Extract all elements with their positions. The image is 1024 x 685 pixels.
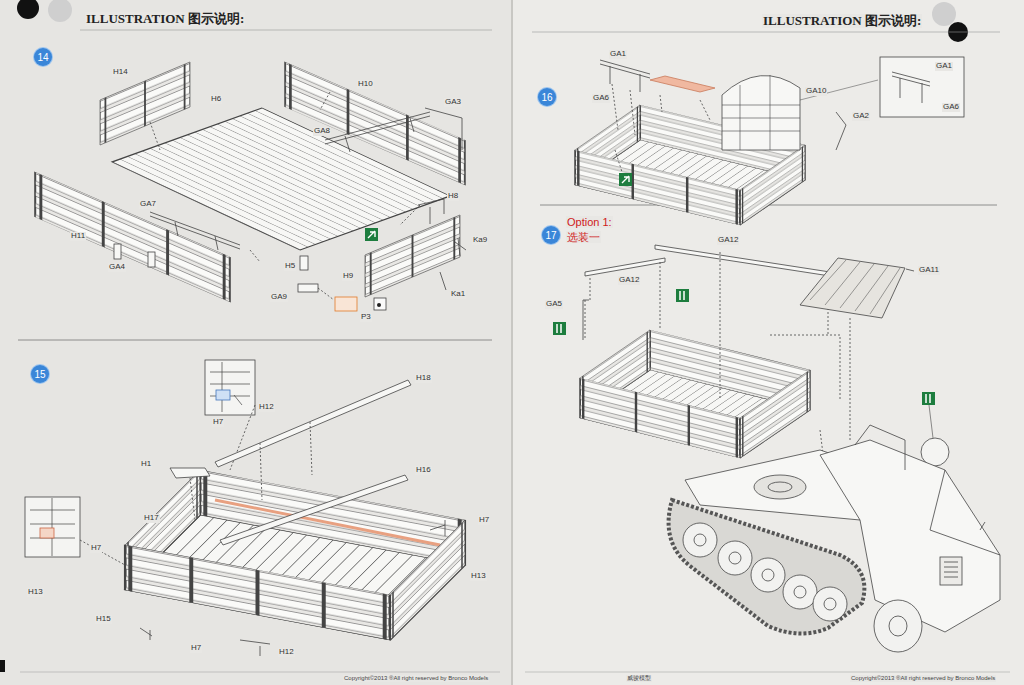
part-label: Ka9 [472, 236, 488, 245]
part-label: GA1 [935, 62, 953, 71]
part-label: GA12 [717, 236, 739, 245]
part-label: GA6 [942, 103, 960, 112]
part-label: GA12 [618, 276, 640, 285]
part-label: H1 [140, 460, 152, 469]
part-label: GA7 [139, 200, 157, 209]
step-number-text: 16 [541, 92, 552, 103]
part-label: H15 [95, 615, 112, 624]
part-label: GA1 [609, 50, 627, 59]
step-number-text: 14 [37, 52, 48, 63]
part-label: GA6 [592, 94, 610, 103]
step-number-text: 17 [545, 230, 556, 241]
part-label: H16 [415, 466, 432, 475]
page-header: ILLUSTRATION 图示说明: [85, 12, 245, 26]
part-label: H7 [190, 644, 202, 653]
step-number: 14 [34, 48, 52, 66]
part-label: H14 [112, 68, 129, 77]
option-title: 选装一 [566, 231, 601, 243]
part-label: H7 [212, 418, 224, 427]
part-label: GA11 [918, 266, 940, 275]
part-label: H7 [90, 544, 102, 553]
part-label: GA10 [805, 87, 827, 96]
part-label: H9 [342, 272, 354, 281]
page-header: ILLUSTRATION 图示说明: [762, 14, 922, 28]
part-label: GA4 [108, 263, 126, 272]
part-label: H12 [258, 403, 275, 412]
option-title: Option 1: [566, 216, 613, 228]
part-label: GA5 [545, 300, 563, 309]
part-label: H8 [447, 192, 459, 201]
part-label: H13 [470, 572, 487, 581]
part-label: H13 [27, 588, 44, 597]
part-label: GA9 [270, 293, 288, 302]
part-label: H18 [415, 374, 432, 383]
part-label: H7 [478, 516, 490, 525]
footer-note: Copyright©2013 ®All right reserved by Br… [850, 675, 996, 682]
footer-note: Copyright©2013 ®All right reserved by Br… [343, 675, 489, 682]
part-label: GA2 [852, 112, 870, 121]
step-number-text: 15 [34, 369, 45, 380]
part-label: P3 [360, 313, 372, 322]
part-label: H12 [278, 648, 295, 657]
part-label: H6 [210, 95, 222, 104]
part-label: H10 [357, 80, 374, 89]
footer-note: 威骏模型 [626, 675, 652, 682]
part-label: H11 [70, 232, 86, 241]
step-number: 15 [31, 365, 49, 383]
part-label: Ka1 [450, 290, 466, 299]
part-label: GA8 [313, 127, 331, 136]
part-label: H17 [143, 514, 160, 523]
part-label: H5 [284, 262, 296, 271]
part-label: GA3 [444, 98, 462, 107]
step-number: 16 [538, 88, 556, 106]
step-number: 17 [542, 226, 560, 244]
